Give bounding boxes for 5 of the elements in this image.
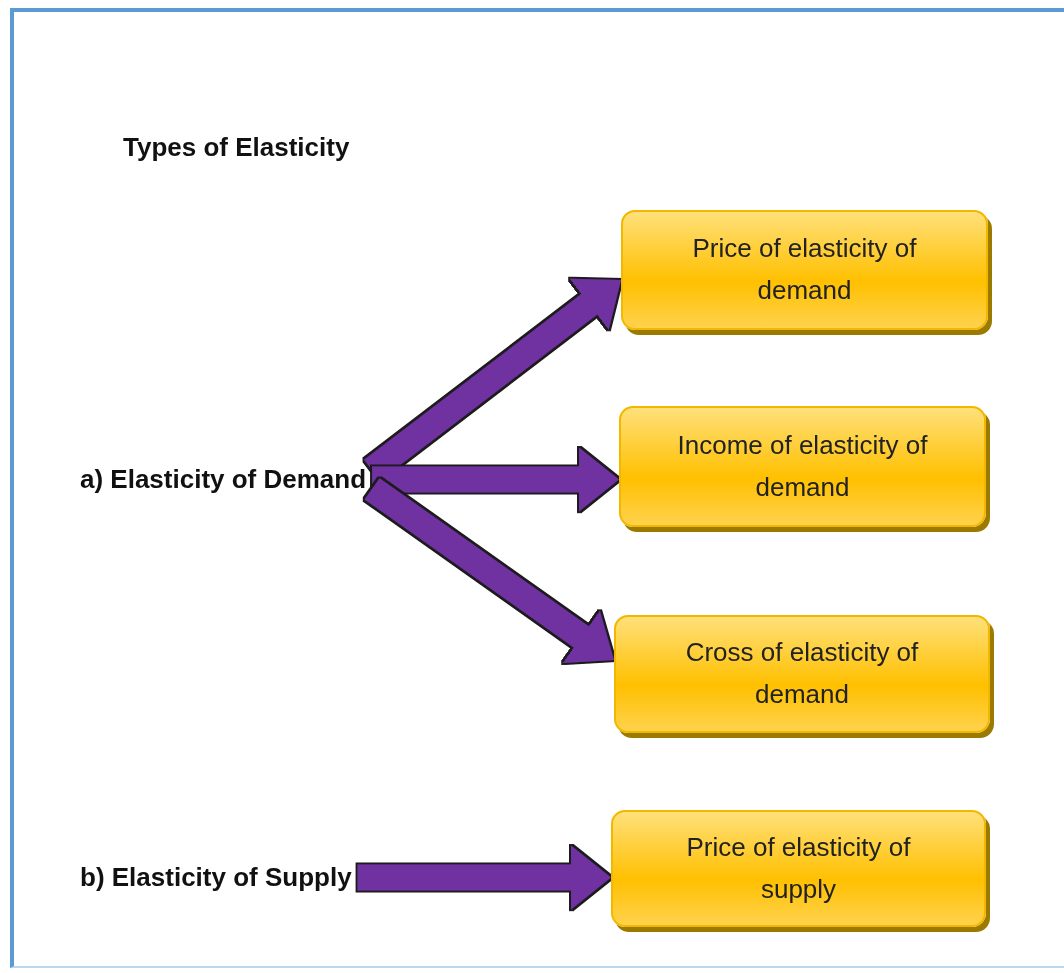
heading-text: b) Elasticity of Supply bbox=[80, 862, 352, 893]
diagram-title: Types of Elasticity bbox=[123, 132, 350, 163]
heading-text: a) Elasticity of Demand bbox=[80, 464, 367, 495]
block-arrow bbox=[372, 447, 619, 512]
block-arrow bbox=[357, 845, 611, 910]
